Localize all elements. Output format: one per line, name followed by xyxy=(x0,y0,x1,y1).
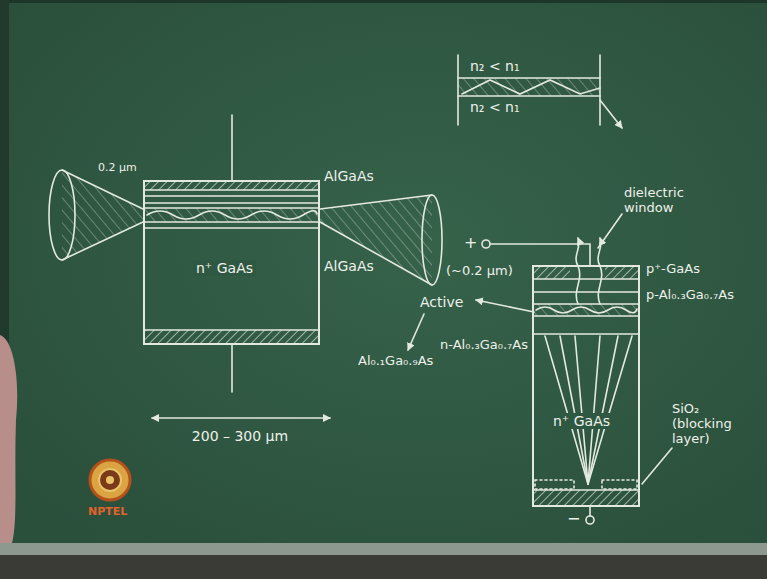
waveguide-sketch xyxy=(458,55,622,128)
laser-structure-part xyxy=(320,195,432,209)
laser-structure-part xyxy=(145,227,318,229)
board-frame-part xyxy=(0,0,767,545)
nptel-logo-part xyxy=(90,460,130,500)
led-structure-part xyxy=(642,448,672,484)
layer-label: AlGaAs xyxy=(324,168,374,184)
layer-label: p⁺-GaAs xyxy=(646,262,700,277)
terminal-sign: − xyxy=(567,510,580,528)
led-structure-part xyxy=(534,267,570,279)
led-structure-part xyxy=(545,336,588,484)
terminal-sign: + xyxy=(464,234,477,252)
laser-structure-part xyxy=(231,115,233,180)
layer-label: SiO₂ (blocking layer) xyxy=(672,402,752,447)
board-frame-part xyxy=(0,543,767,555)
led-structure-part xyxy=(534,333,638,335)
layer-label: n⁺ GaAs xyxy=(193,260,256,276)
watermark: NPTEL xyxy=(88,506,127,519)
led-structure-part xyxy=(534,304,638,316)
waveguide-sketch-part xyxy=(462,80,600,94)
nptel-logo-part xyxy=(106,476,114,484)
led-structure-part xyxy=(598,214,622,248)
led-structure-part xyxy=(576,238,580,304)
board-frame-part xyxy=(0,0,767,3)
led-structure-part xyxy=(586,516,594,524)
refractive-index-note: n₂ < n₁ xyxy=(470,99,520,115)
laser-structure-part xyxy=(145,207,318,209)
waveguide-sketch-part xyxy=(458,95,600,97)
substrate-block: n⁺ GaAs xyxy=(143,180,320,345)
led-structure-part xyxy=(575,336,588,484)
laser-structure-part xyxy=(145,195,318,197)
led-structure-part xyxy=(534,278,638,280)
led-structure-part xyxy=(589,507,591,516)
waveguide-sketch-part xyxy=(458,78,600,96)
led-structure-part xyxy=(605,267,638,279)
substrate-block: n⁺ GaAs xyxy=(532,265,640,507)
led-structure-part xyxy=(535,480,574,489)
laser-structure-part xyxy=(152,417,330,419)
layer-label: AlGaAs xyxy=(324,258,374,274)
dimension-label: (~0.2 μm) xyxy=(446,264,513,279)
led-structure-part xyxy=(476,300,534,312)
laser-structure-part xyxy=(320,222,432,285)
laser-structure-part xyxy=(49,170,75,260)
composition-label: Al₀.₁Ga₀.₉As xyxy=(358,354,433,369)
nptel-logo xyxy=(90,460,130,500)
layer-label: n⁺ GaAs xyxy=(550,413,613,429)
laser-structure-part xyxy=(422,195,442,285)
led-structure-part xyxy=(482,240,490,248)
led-structure-part xyxy=(534,315,638,317)
led-structure-part xyxy=(534,489,638,491)
led-structure-part xyxy=(408,314,424,350)
led-structure xyxy=(408,214,672,524)
led-structure-part xyxy=(534,490,638,505)
led-structure-part xyxy=(602,480,637,489)
laser-structure-part xyxy=(145,208,318,222)
laser-structure-part xyxy=(145,221,318,223)
dimension-label: 0.2 μm xyxy=(98,162,137,175)
laser-structure xyxy=(49,115,442,418)
region-label: Active xyxy=(420,294,463,310)
window-label: dielectric window xyxy=(624,186,716,216)
dimension-label: 200 – 300 μm xyxy=(192,428,288,444)
laser-structure-part xyxy=(320,195,432,285)
led-structure-part xyxy=(560,336,588,484)
laser-structure-part xyxy=(145,189,318,191)
laser-structure-part xyxy=(147,211,317,219)
laser-structure-part xyxy=(62,170,143,260)
laser-structure-part xyxy=(145,202,318,204)
waveguide-sketch-part xyxy=(458,77,600,79)
nptel-logo-part xyxy=(99,469,121,491)
led-structure-part xyxy=(490,244,590,265)
refractive-index-note: n₂ < n₁ xyxy=(470,58,520,74)
led-structure-part xyxy=(536,307,637,313)
laser-structure-part xyxy=(231,345,233,392)
layer-label: n-Al₀.₃Ga₀.₇As xyxy=(440,338,528,353)
laser-structure-part xyxy=(145,330,318,343)
board-frame-part xyxy=(0,335,17,543)
led-structure-part xyxy=(534,291,638,293)
led-structure-part xyxy=(588,336,632,484)
led-structure-part xyxy=(588,336,618,484)
layer-label: p-Al₀.₃Ga₀.₇As xyxy=(646,288,734,303)
board-frame-part xyxy=(0,555,767,579)
waveguide-sketch-part xyxy=(600,100,622,128)
